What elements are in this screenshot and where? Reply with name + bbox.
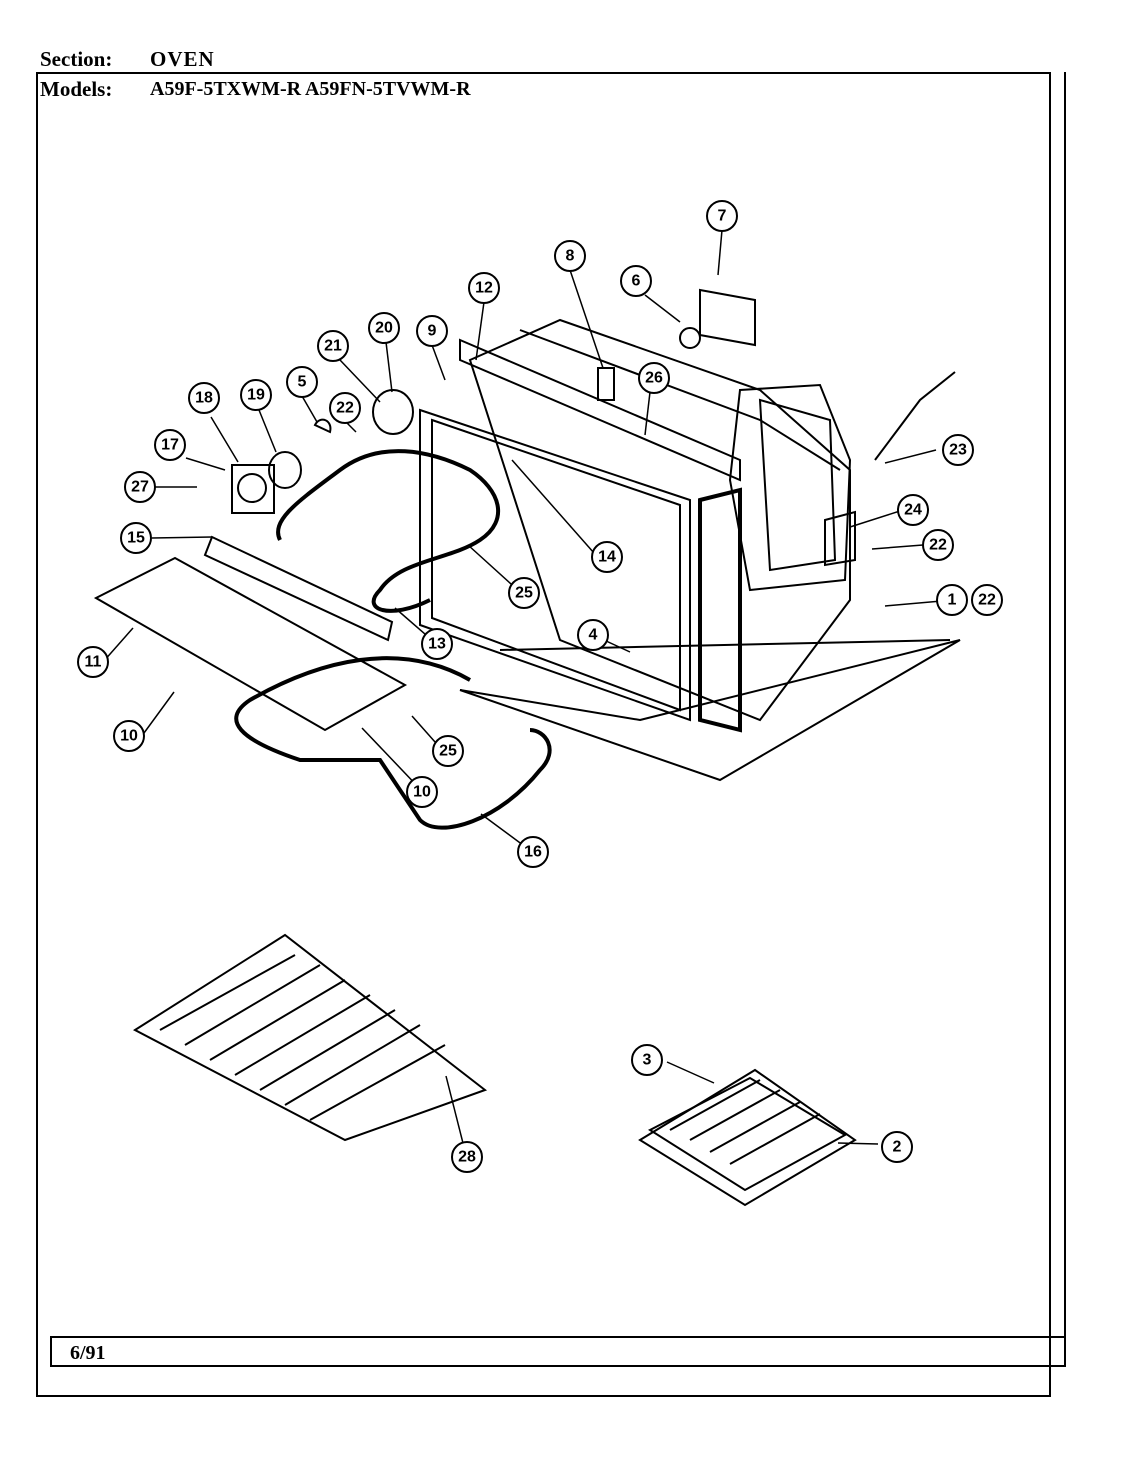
section-value: OVEN	[150, 47, 215, 71]
svg-text:23: 23	[949, 442, 967, 459]
frame-edge	[50, 1365, 1066, 1367]
svg-text:1: 1	[948, 592, 957, 609]
models-label: Models:	[40, 77, 113, 101]
svg-text:14: 14	[598, 549, 616, 566]
svg-text:15: 15	[127, 530, 145, 547]
callout-6: 6	[620, 265, 652, 297]
svg-text:16: 16	[524, 844, 542, 861]
terminal-block	[824, 510, 856, 567]
callout-25a: 25	[508, 577, 540, 609]
callout-12: 12	[468, 272, 500, 304]
callout-25b: 25	[432, 735, 464, 767]
footer-divider	[50, 1336, 1066, 1338]
svg-text:21: 21	[324, 338, 342, 355]
svg-text:19: 19	[247, 387, 265, 404]
callout-28: 28	[451, 1141, 483, 1173]
broiler-pan	[638, 1068, 857, 1207]
svg-text:3: 3	[643, 1052, 652, 1069]
svg-text:17: 17	[161, 437, 179, 454]
svg-text:27: 27	[131, 479, 149, 496]
svg-text:12: 12	[475, 280, 493, 297]
lamp-housing	[231, 389, 414, 514]
svg-text:7: 7	[718, 208, 727, 225]
callout-8: 8	[554, 240, 586, 272]
svg-text:4: 4	[589, 627, 598, 644]
callout-22a: 22	[329, 392, 361, 424]
callout-18: 18	[188, 382, 220, 414]
models-value: A59F-5TXWM-R A59FN-5TVWM-R	[150, 78, 471, 100]
bracket	[679, 288, 756, 349]
callout-2: 2	[881, 1131, 913, 1163]
svg-text:6: 6	[632, 273, 641, 290]
callout-10a: 10	[113, 720, 145, 752]
oven-rack	[133, 933, 488, 1142]
callout-3: 3	[631, 1044, 663, 1076]
callout-7: 7	[706, 200, 738, 232]
svg-text:25: 25	[439, 743, 457, 760]
svg-text:9: 9	[428, 323, 437, 340]
callout-22b: 22	[922, 529, 954, 561]
svg-text:22: 22	[336, 400, 354, 417]
svg-text:5: 5	[298, 374, 307, 391]
callout-4: 4	[577, 619, 609, 651]
bottom-panel	[93, 556, 408, 732]
svg-text:2: 2	[893, 1139, 902, 1156]
frame-edge	[50, 1336, 52, 1367]
sensor-lead	[874, 371, 956, 461]
broil-element	[276, 449, 500, 613]
svg-text:20: 20	[375, 320, 393, 337]
frame-edge	[1064, 72, 1066, 1367]
callout-21: 21	[317, 330, 349, 362]
callout-9: 9	[416, 315, 448, 347]
trim-strip	[203, 535, 394, 642]
svg-text:28: 28	[458, 1149, 476, 1166]
footer-date: 6/91	[70, 1342, 106, 1364]
insulation	[728, 383, 852, 592]
callout-27: 27	[124, 471, 156, 503]
section-label: Section:	[40, 47, 113, 71]
svg-text:25: 25	[515, 585, 533, 602]
svg-text:10: 10	[120, 728, 138, 745]
callout-19: 19	[240, 379, 272, 411]
leader-lines	[102, 229, 954, 1156]
callout-1: 1	[936, 584, 968, 616]
svg-text:10: 10	[413, 784, 431, 801]
diagram-frame	[36, 72, 1051, 1397]
callout-10b: 10	[406, 776, 438, 808]
callout-22c: 22	[971, 584, 1003, 616]
callout-23: 23	[942, 434, 974, 466]
callout-15: 15	[120, 522, 152, 554]
callout-11: 11	[77, 646, 109, 678]
svg-text:11: 11	[85, 654, 102, 671]
svg-text:18: 18	[195, 390, 213, 407]
callout-24: 24	[897, 494, 929, 526]
svg-text:8: 8	[566, 248, 575, 265]
callout-14: 14	[591, 541, 623, 573]
vent-part	[597, 367, 615, 401]
callout-20: 20	[368, 312, 400, 344]
callout-26: 26	[638, 362, 670, 394]
callout-13: 13	[421, 628, 453, 660]
oven-cavity	[419, 318, 961, 782]
callout-16: 16	[517, 836, 549, 868]
callout-17: 17	[154, 429, 186, 461]
bake-element	[234, 656, 552, 830]
svg-text:24: 24	[904, 502, 922, 519]
svg-text:22: 22	[929, 537, 947, 554]
svg-text:22: 22	[978, 592, 996, 609]
callout-5: 5	[286, 366, 318, 398]
svg-text:26: 26	[645, 370, 663, 387]
svg-text:13: 13	[428, 636, 446, 653]
